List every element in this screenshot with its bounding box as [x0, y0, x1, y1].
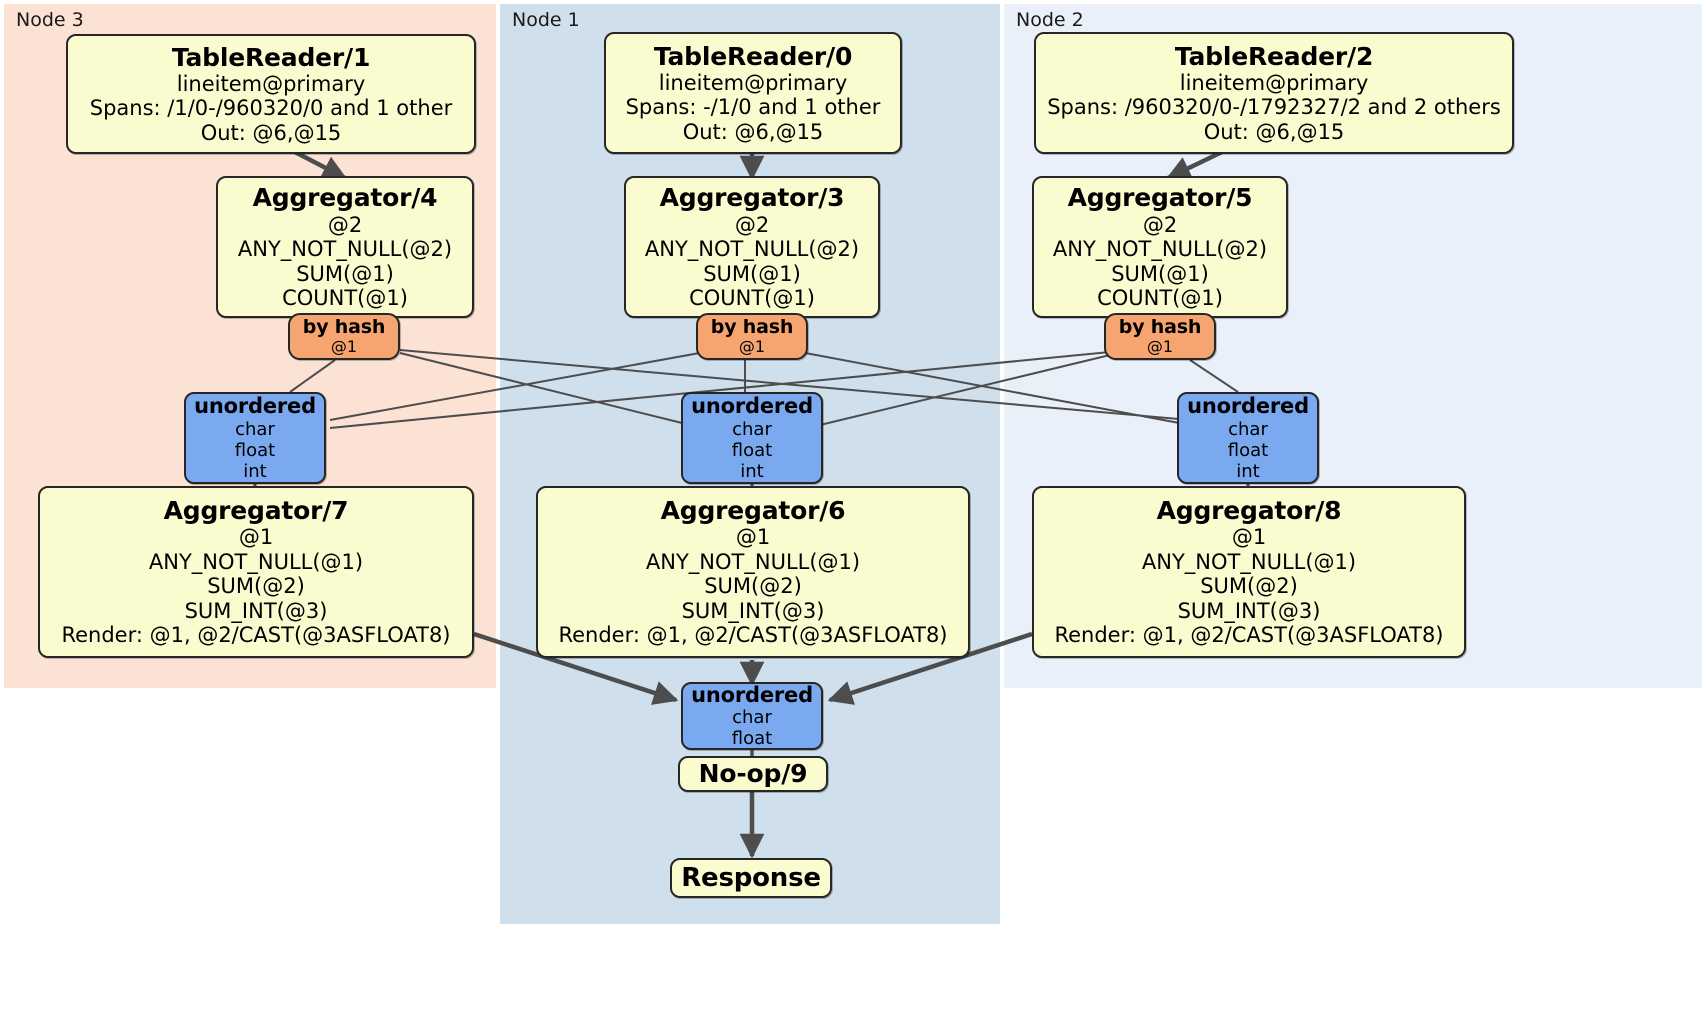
node-line-agg-2: SUM_INT(@3): [1177, 598, 1321, 623]
synchronizer-title: unordered: [691, 682, 813, 707]
router-title: by hash: [710, 316, 794, 339]
node-line-groupcol: @1: [735, 525, 771, 550]
node-line-agg-1: SUM(@2): [704, 574, 802, 599]
node-line-groupcol: @2: [327, 212, 363, 237]
node-line-agg-0: ANY_NOT_NULL(@2): [1052, 237, 1268, 262]
node-line-spans: Spans: -/1/0 and 1 other: [625, 95, 881, 120]
synchronizer-type-0: char: [732, 707, 772, 729]
node-line-table: lineitem@primary: [658, 70, 848, 95]
node-title: Aggregator/3: [659, 183, 845, 213]
node-title: Aggregator/6: [660, 495, 846, 525]
node-line-render: Render: @1, @2/CAST(@3ASFLOAT8): [61, 623, 451, 648]
node-title: TableReader/0: [653, 41, 853, 71]
node-no-op-9[interactable]: No-op/9: [678, 756, 828, 792]
synchronizer-type-1: float: [1227, 439, 1269, 461]
node-line-out: Out: @6,@15: [682, 119, 824, 144]
synchronizer-type-2: int: [740, 460, 764, 482]
synchronizer-unordered-right[interactable]: unordered char float int: [1177, 392, 1319, 484]
node-line-out: Out: @6,@15: [200, 120, 342, 145]
node-line-render: Render: @1, @2/CAST(@3ASFLOAT8): [1054, 623, 1444, 648]
node-title: TableReader/2: [1174, 41, 1374, 71]
synchronizer-unordered-final[interactable]: unordered char float: [681, 682, 823, 750]
node-line-agg-1: SUM(@2): [207, 574, 305, 599]
node-line-groupcol: @1: [238, 525, 274, 550]
router-column: @1: [738, 337, 766, 357]
node-aggregator-6[interactable]: Aggregator/6 @1 ANY_NOT_NULL(@1) SUM(@2)…: [536, 486, 970, 658]
node-line-agg-1: SUM(@2): [1200, 574, 1298, 599]
node-aggregator-4[interactable]: Aggregator/4 @2 ANY_NOT_NULL(@2) SUM(@1)…: [216, 176, 474, 318]
synchronizer-type-2: int: [243, 460, 267, 482]
node-line-spans: Spans: /960320/0-/1792327/2 and 2 others: [1047, 95, 1501, 120]
node-title: No-op/9: [698, 759, 808, 789]
node-aggregator-3[interactable]: Aggregator/3 @2 ANY_NOT_NULL(@2) SUM(@1)…: [624, 176, 880, 318]
synchronizer-type-0: char: [235, 418, 275, 440]
synchronizer-type-0: char: [1228, 418, 1268, 440]
synchronizer-unordered-center[interactable]: unordered char float int: [681, 392, 823, 484]
router-by-hash-left[interactable]: by hash @1: [288, 313, 400, 360]
node-title: TableReader/1: [171, 42, 371, 72]
node-panel-label-node-3: Node 3: [16, 9, 84, 31]
node-line-table: lineitem@primary: [176, 71, 366, 96]
node-aggregator-7[interactable]: Aggregator/7 @1 ANY_NOT_NULL(@1) SUM(@2)…: [38, 486, 474, 658]
node-line-groupcol: @2: [1142, 212, 1178, 237]
synchronizer-title: unordered: [691, 394, 813, 419]
node-response[interactable]: Response: [670, 858, 832, 898]
node-line-agg-2: COUNT(@1): [282, 286, 408, 311]
synchronizer-type-1: float: [234, 439, 276, 461]
router-title: by hash: [302, 316, 386, 339]
node-title: Aggregator/5: [1067, 183, 1253, 213]
node-line-agg-0: ANY_NOT_NULL(@2): [237, 237, 453, 262]
synchronizer-type-2: int: [1236, 460, 1260, 482]
node-line-table: lineitem@primary: [1179, 70, 1369, 95]
router-title: by hash: [1118, 316, 1202, 339]
router-column: @1: [1146, 337, 1174, 357]
node-title: Response: [681, 862, 821, 893]
node-panel-label-node-2: Node 2: [1016, 9, 1084, 31]
node-title: Aggregator/7: [163, 495, 349, 525]
node-line-groupcol: @1: [1231, 525, 1267, 550]
node-line-groupcol: @2: [734, 212, 770, 237]
synchronizer-type-1: float: [731, 439, 773, 461]
node-line-agg-2: COUNT(@1): [689, 286, 815, 311]
node-aggregator-5[interactable]: Aggregator/5 @2 ANY_NOT_NULL(@2) SUM(@1)…: [1032, 176, 1288, 318]
node-line-agg-2: SUM_INT(@3): [184, 598, 328, 623]
synchronizer-unordered-left[interactable]: unordered char float int: [184, 392, 326, 484]
node-line-agg-1: SUM(@1): [296, 261, 394, 286]
node-line-render: Render: @1, @2/CAST(@3ASFLOAT8): [558, 623, 948, 648]
node-tablereader-2[interactable]: TableReader/2 lineitem@primary Spans: /9…: [1034, 32, 1514, 154]
node-line-agg-1: SUM(@1): [703, 261, 801, 286]
node-line-agg-0: ANY_NOT_NULL(@2): [644, 237, 860, 262]
node-line-spans: Spans: /1/0-/960320/0 and 1 other: [89, 96, 453, 121]
node-tablereader-1[interactable]: TableReader/1 lineitem@primary Spans: /1…: [66, 34, 476, 154]
synchronizer-title: unordered: [1187, 394, 1309, 419]
synchronizer-title: unordered: [194, 394, 316, 419]
node-line-agg-0: ANY_NOT_NULL(@1): [645, 549, 861, 574]
node-line-agg-0: ANY_NOT_NULL(@1): [1141, 549, 1357, 574]
node-line-agg-2: SUM_INT(@3): [681, 598, 825, 623]
node-line-agg-1: SUM(@1): [1111, 261, 1209, 286]
router-by-hash-right[interactable]: by hash @1: [1104, 313, 1216, 360]
node-aggregator-8[interactable]: Aggregator/8 @1 ANY_NOT_NULL(@1) SUM(@2)…: [1032, 486, 1466, 658]
node-line-agg-0: ANY_NOT_NULL(@1): [148, 549, 364, 574]
node-line-agg-2: COUNT(@1): [1097, 286, 1223, 311]
node-title: Aggregator/8: [1156, 495, 1342, 525]
node-panel-label-node-1: Node 1: [512, 9, 580, 31]
synchronizer-type-1: float: [731, 728, 773, 750]
router-by-hash-center[interactable]: by hash @1: [696, 313, 808, 360]
node-line-out: Out: @6,@15: [1203, 119, 1345, 144]
node-tablereader-0[interactable]: TableReader/0 lineitem@primary Spans: -/…: [604, 32, 902, 154]
router-column: @1: [330, 337, 358, 357]
node-title: Aggregator/4: [252, 183, 438, 213]
synchronizer-type-0: char: [732, 418, 772, 440]
